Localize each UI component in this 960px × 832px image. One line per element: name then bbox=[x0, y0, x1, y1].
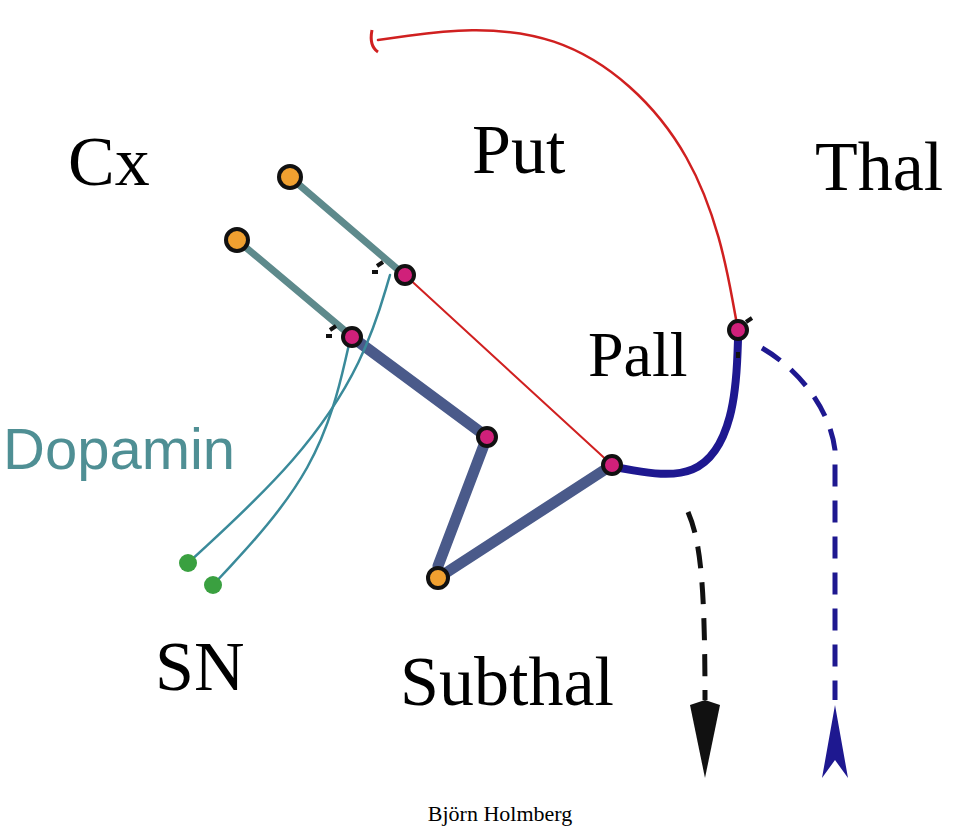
pathway-line bbox=[352, 337, 487, 437]
region-shape bbox=[146, 7, 482, 368]
cortex-region: Cx bbox=[145, 5, 485, 370]
region-outline bbox=[700, 240, 880, 472]
cell-bodies bbox=[179, 166, 448, 594]
region-shape bbox=[367, 542, 557, 652]
region-shape bbox=[702, 240, 878, 470]
synapses bbox=[326, 30, 752, 474]
synapse bbox=[478, 428, 496, 446]
region-label: Thal bbox=[815, 132, 943, 202]
arrow-head bbox=[690, 700, 720, 778]
region-outline bbox=[145, 5, 485, 370]
region-label: Put bbox=[472, 115, 565, 185]
pathway-line bbox=[290, 177, 402, 273]
subthal-cell bbox=[428, 568, 448, 588]
dopamine-cell bbox=[179, 554, 197, 572]
synapse bbox=[729, 321, 747, 339]
synapse bbox=[603, 456, 621, 474]
cortex-cell bbox=[279, 166, 301, 188]
pathway-line bbox=[237, 240, 350, 335]
region-shape bbox=[135, 520, 270, 615]
output-arrow bbox=[688, 512, 705, 700]
input-arrow bbox=[762, 348, 835, 700]
pathway-line bbox=[378, 30, 738, 330]
region-label: Subthal bbox=[400, 647, 614, 717]
putamen-region: Put bbox=[290, 160, 545, 415]
terminal bbox=[371, 30, 378, 52]
subthalamus-region: Subthal bbox=[367, 542, 557, 652]
arrow-tail bbox=[822, 705, 848, 778]
region-outline bbox=[135, 520, 270, 615]
pathway-label: Dopamin bbox=[3, 420, 235, 478]
pathway-line bbox=[438, 465, 612, 578]
region-label: Cx bbox=[68, 127, 150, 197]
synapse bbox=[396, 266, 414, 284]
substantia-nigra-region: SN bbox=[135, 520, 270, 615]
region-border bbox=[135, 520, 270, 615]
region-shape bbox=[297, 165, 540, 410]
pathway-line bbox=[405, 275, 612, 465]
dopamine-cell bbox=[204, 576, 222, 594]
author-credit: Björn Holmberg bbox=[428, 803, 572, 825]
region-outline bbox=[290, 160, 545, 415]
pathway-line bbox=[188, 275, 390, 563]
thalamus-region: Thal bbox=[700, 240, 880, 472]
synapse bbox=[343, 328, 361, 346]
region-label: SN bbox=[155, 632, 244, 702]
terminal-ticks bbox=[326, 262, 752, 358]
region-label: Pall bbox=[588, 323, 688, 387]
pallidum-region: Pall bbox=[420, 300, 670, 525]
cortex-cell bbox=[226, 229, 248, 251]
region-outline bbox=[367, 542, 557, 652]
